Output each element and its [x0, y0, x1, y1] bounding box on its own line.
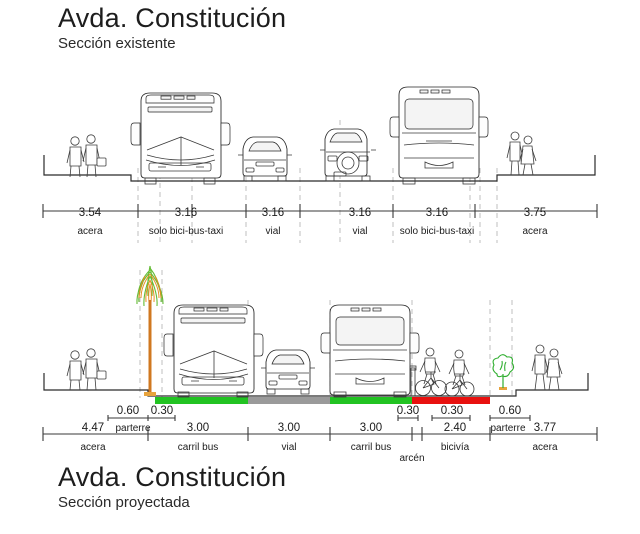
proj-dim-value-carril-bus-right: 3.00 — [360, 422, 382, 434]
page-subtitle: Sección existente — [58, 35, 176, 53]
header-title-block: Avda. Constitución Sección existente — [58, 4, 286, 52]
projected-upper-dimension-line: 0.60 0.30 0.30 0.30 0.60 — [107, 405, 531, 421]
tree-base — [144, 392, 156, 396]
dim-label-0: acera — [77, 226, 102, 237]
proj-dim-label-bicivia: bicivía — [441, 442, 470, 453]
proj-upper-dim-0: 0.60 — [117, 405, 139, 417]
proj-dim-label-carril-bus-left: carril bus — [178, 442, 219, 453]
existing-ground-profile — [43, 155, 596, 182]
dim-value-3: 3.16 — [349, 207, 371, 219]
dim-label-2: vial — [265, 226, 280, 237]
band-vial-center — [248, 397, 330, 404]
footer-title-block: Avda. Constitución Sección proyectada — [58, 463, 286, 511]
pedestrian-group-left — [66, 134, 107, 178]
bus-front-view-existing — [130, 92, 231, 185]
pedestrian-group-projected-left — [66, 348, 107, 391]
bus-front-view-projected — [163, 304, 264, 398]
cyclist-right — [444, 349, 475, 397]
shrub — [492, 354, 515, 390]
proj-dim-label-vial: vial — [281, 442, 296, 453]
dim-value-5: 3.75 — [524, 207, 546, 219]
proj-upper-dim-2: 0.30 — [397, 405, 419, 417]
footer-title: Avda. Constitución — [58, 462, 287, 492]
bollard — [409, 365, 417, 397]
proj-upper-dim-3: 0.30 — [441, 405, 463, 417]
tree-trunk — [148, 300, 152, 395]
footer-subtitle: Sección proyectada — [58, 494, 190, 512]
existing-section-drawing: 3.54 3.16 3.16 3.16 3.16 3.75 acera solo… — [42, 86, 598, 243]
proj-dim-label-carril-bus-right: carril bus — [351, 442, 392, 453]
projected-dimension-values: 4.47 3.00 3.00 3.00 2.40 3.77 parterre p… — [82, 422, 556, 434]
dim-label-3: vial — [352, 226, 367, 237]
projected-section-drawing: 0.60 0.30 0.30 0.30 0.60 4.47 3.00 — [42, 265, 598, 464]
projected-ground-profile — [43, 373, 589, 397]
proj-dim-label-acera-left: acera — [80, 442, 105, 453]
proj-label-parterre-left: parterre — [115, 423, 150, 434]
proj-dim-value-bicivia: 2.40 — [444, 422, 466, 434]
proj-dim-value-carril-bus-left: 3.00 — [187, 422, 209, 434]
proj-dim-label-acera-right: acera — [532, 442, 557, 453]
cyclist-left — [415, 347, 447, 396]
car-rear-view-existing-left — [238, 136, 292, 182]
proj-dim-label-arcen: arcén — [399, 453, 424, 464]
proj-label-parterre-right: parterre — [490, 423, 525, 434]
projected-dimension-line — [42, 427, 598, 441]
bus-rear-view-existing — [389, 86, 489, 185]
dim-value-0: 3.54 — [79, 207, 102, 219]
proj-dim-value-acera-left: 4.47 — [82, 422, 104, 434]
surface-colour-bands — [155, 397, 490, 404]
existing-dimension-line — [42, 204, 598, 218]
street-tree — [136, 265, 164, 396]
band-bicivia — [412, 397, 490, 404]
proj-upper-dim-1: 0.30 — [151, 405, 173, 417]
proj-dim-value-vial: 3.00 — [278, 422, 300, 434]
band-carril-bus-left — [155, 397, 248, 404]
existing-dimension-values: 3.54 3.16 3.16 3.16 3.16 3.75 — [79, 207, 546, 219]
dim-value-2: 3.16 — [262, 207, 284, 219]
proj-dim-value-acera-right: 3.77 — [534, 422, 556, 434]
page-title: Avda. Constitución — [58, 3, 287, 33]
pedestrian-group-right — [506, 131, 537, 176]
proj-upper-dim-4: 0.60 — [499, 405, 521, 417]
dim-value-1: 3.16 — [175, 207, 197, 219]
dim-label-1: solo bici-bus-taxi — [149, 226, 223, 237]
band-carril-bus-right — [330, 397, 412, 404]
existing-dimension-labels: acera solo bici-bus-taxi vial vial solo … — [77, 226, 547, 237]
bus-rear-view-projected — [320, 304, 420, 398]
car-rear-view-projected — [261, 349, 315, 395]
suv-rear-view-existing — [320, 128, 376, 182]
projected-dimension-labels: acera carril bus vial carril bus bicivía… — [80, 442, 557, 464]
dim-value-4: 3.16 — [426, 207, 448, 219]
dim-label-5: acera — [522, 226, 547, 237]
dim-label-4: solo bici-bus-taxi — [400, 226, 474, 237]
pedestrian-group-projected-right — [531, 344, 563, 391]
